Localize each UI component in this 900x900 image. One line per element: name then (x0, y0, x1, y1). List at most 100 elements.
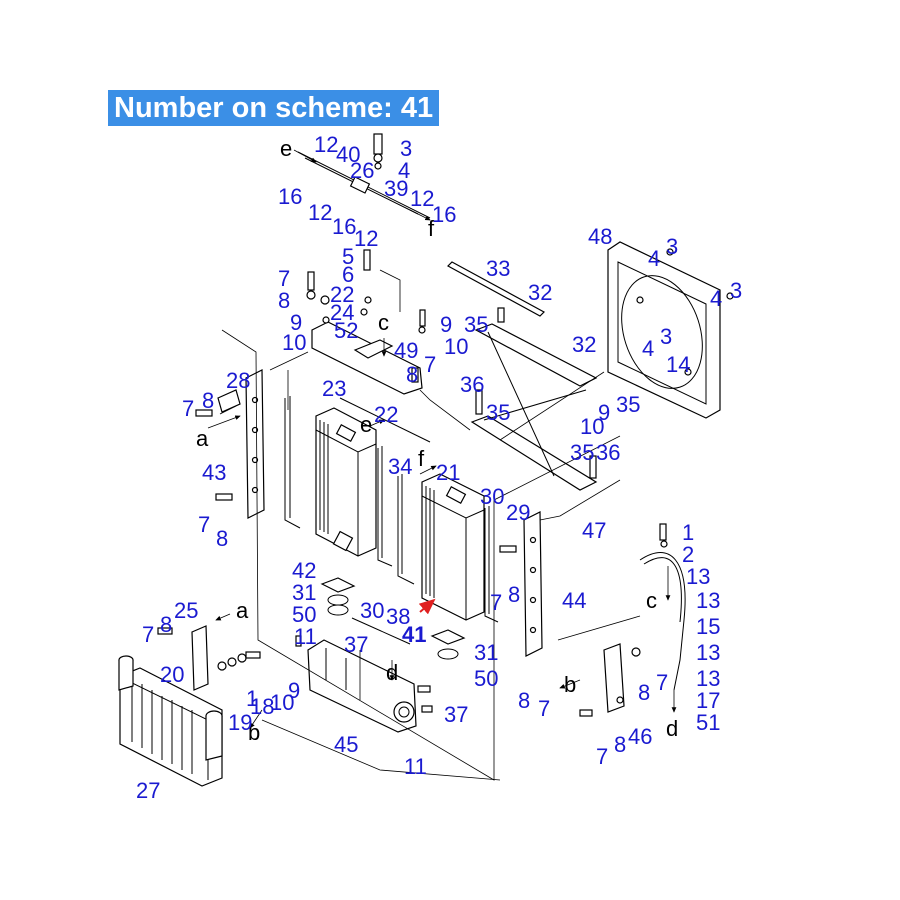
callout-number: 32 (572, 332, 596, 357)
callout-number: 8 (202, 388, 214, 413)
callout-number: 23 (322, 376, 346, 401)
callout-number: 38 (386, 604, 410, 629)
callout-number: 35 (570, 440, 594, 465)
callout-number: 4 (710, 286, 722, 311)
callout-number: 26 (350, 158, 374, 183)
callout-number: 13 (696, 588, 720, 613)
callout-number: 16 (432, 202, 456, 227)
hose-assembly (639, 523, 686, 691)
aftercooler (118, 655, 223, 787)
callout-number: 35 (486, 400, 510, 425)
callout-number: 28 (226, 368, 250, 393)
callout-number: 9 (598, 400, 610, 425)
callout-number: 32 (528, 280, 552, 305)
callout-number: 39 (384, 176, 408, 201)
callout-number: 18 (250, 694, 274, 719)
callout-number: 15 (696, 614, 720, 639)
callout-number: 14 (666, 352, 690, 377)
callout-number: 8 (160, 612, 172, 637)
callout-number: 10 (444, 334, 468, 359)
callout-number: 17 (696, 688, 720, 713)
callout-number: 24 (330, 300, 354, 325)
callout-number: 7 (182, 396, 194, 421)
callout-number: 31 (292, 580, 316, 605)
callout-number: 50 (292, 602, 316, 627)
mounting-pads (320, 577, 466, 660)
callout-number: 9 (288, 678, 300, 703)
reference-letters: e f c a e f c a d b b d (196, 136, 678, 745)
callout-number: 52 (334, 318, 358, 343)
callout-number: 3 (400, 136, 412, 161)
right-lower-bracket (579, 643, 641, 717)
ref-letter: b (564, 672, 576, 697)
callout-number: 7 (596, 744, 608, 769)
left-side-plate (195, 369, 265, 519)
callout-labels: 12 40 3 4 26 39 12 16 12 16 16 12 5 6 7 … (136, 132, 742, 803)
callout-number: 3 (660, 324, 672, 349)
callout-number: 37 (344, 632, 368, 657)
callout-number: 2 (682, 542, 694, 567)
radiator-core-left (315, 407, 377, 557)
callout-number: 31 (474, 640, 498, 665)
callout-number: 22 (330, 282, 354, 307)
callout-number: 7 (490, 590, 502, 615)
ref-letter: f (428, 216, 435, 241)
callout-number: 20 (160, 662, 184, 687)
callout-number: 10 (282, 330, 306, 355)
diagonal-brace (447, 261, 598, 491)
ref-letter: d (666, 716, 678, 741)
radiator-core-right (421, 473, 485, 621)
callout-number: 36 (460, 372, 484, 397)
callout-number: 7 (656, 670, 668, 695)
callout-number: 12 (410, 186, 434, 211)
callout-number: 10 (580, 414, 604, 439)
callout-number: 30 (480, 484, 504, 509)
callout-number: 7 (198, 512, 210, 537)
callout-number: 8 (508, 582, 520, 607)
callout-number: 3 (666, 234, 678, 259)
callout-number: 35 (616, 392, 640, 417)
callout-number: 8 (638, 680, 650, 705)
callout-number: 37 (444, 702, 468, 727)
callout-number: 8 (278, 288, 290, 313)
upper-bracket (306, 249, 426, 395)
callout-number: 8 (518, 688, 530, 713)
ref-letter: c (378, 310, 389, 335)
ref-letter: a (236, 598, 249, 623)
callout-number: 8 (614, 732, 626, 757)
ref-letter: b (248, 720, 260, 745)
callout-number: 5 (342, 244, 354, 269)
callout-number: 7 (142, 622, 154, 647)
callout-number: 40 (336, 142, 360, 167)
callout-number: 12 (308, 200, 332, 225)
callout-number: 4 (642, 336, 654, 361)
highlight-arrow (418, 598, 436, 615)
callout-number: 13 (696, 666, 720, 691)
callout-number: 1 (246, 686, 258, 711)
left-lower-bracket (157, 625, 261, 691)
callout-number: 12 (354, 226, 378, 251)
assembly-lines (219, 269, 641, 781)
top-bar-assembly (297, 133, 431, 219)
bottom-cross-member (295, 635, 433, 733)
callout-number: 7 (538, 696, 550, 721)
callout-number: 46 (628, 724, 652, 749)
callout-number: 19 (228, 710, 252, 735)
callout-number: 3 (730, 278, 742, 303)
callout-number: 7 (424, 352, 436, 377)
right-side-plate (499, 511, 543, 657)
ref-letter: c (646, 588, 657, 613)
callout-number: 9 (440, 312, 452, 337)
callout-number: 43 (202, 460, 226, 485)
callout-number: 36 (596, 440, 620, 465)
callout-number: 22 (374, 402, 398, 427)
callout-number: 44 (562, 588, 586, 613)
callout-number: 8 (216, 526, 228, 551)
callout-number: 16 (278, 184, 302, 209)
callout-number: 48 (588, 224, 612, 249)
callout-number: 4 (398, 158, 410, 183)
scheme-number-banner: Number on scheme: 41 (108, 90, 440, 126)
callout-number: 13 (686, 564, 710, 589)
ref-letter: a (196, 426, 209, 451)
